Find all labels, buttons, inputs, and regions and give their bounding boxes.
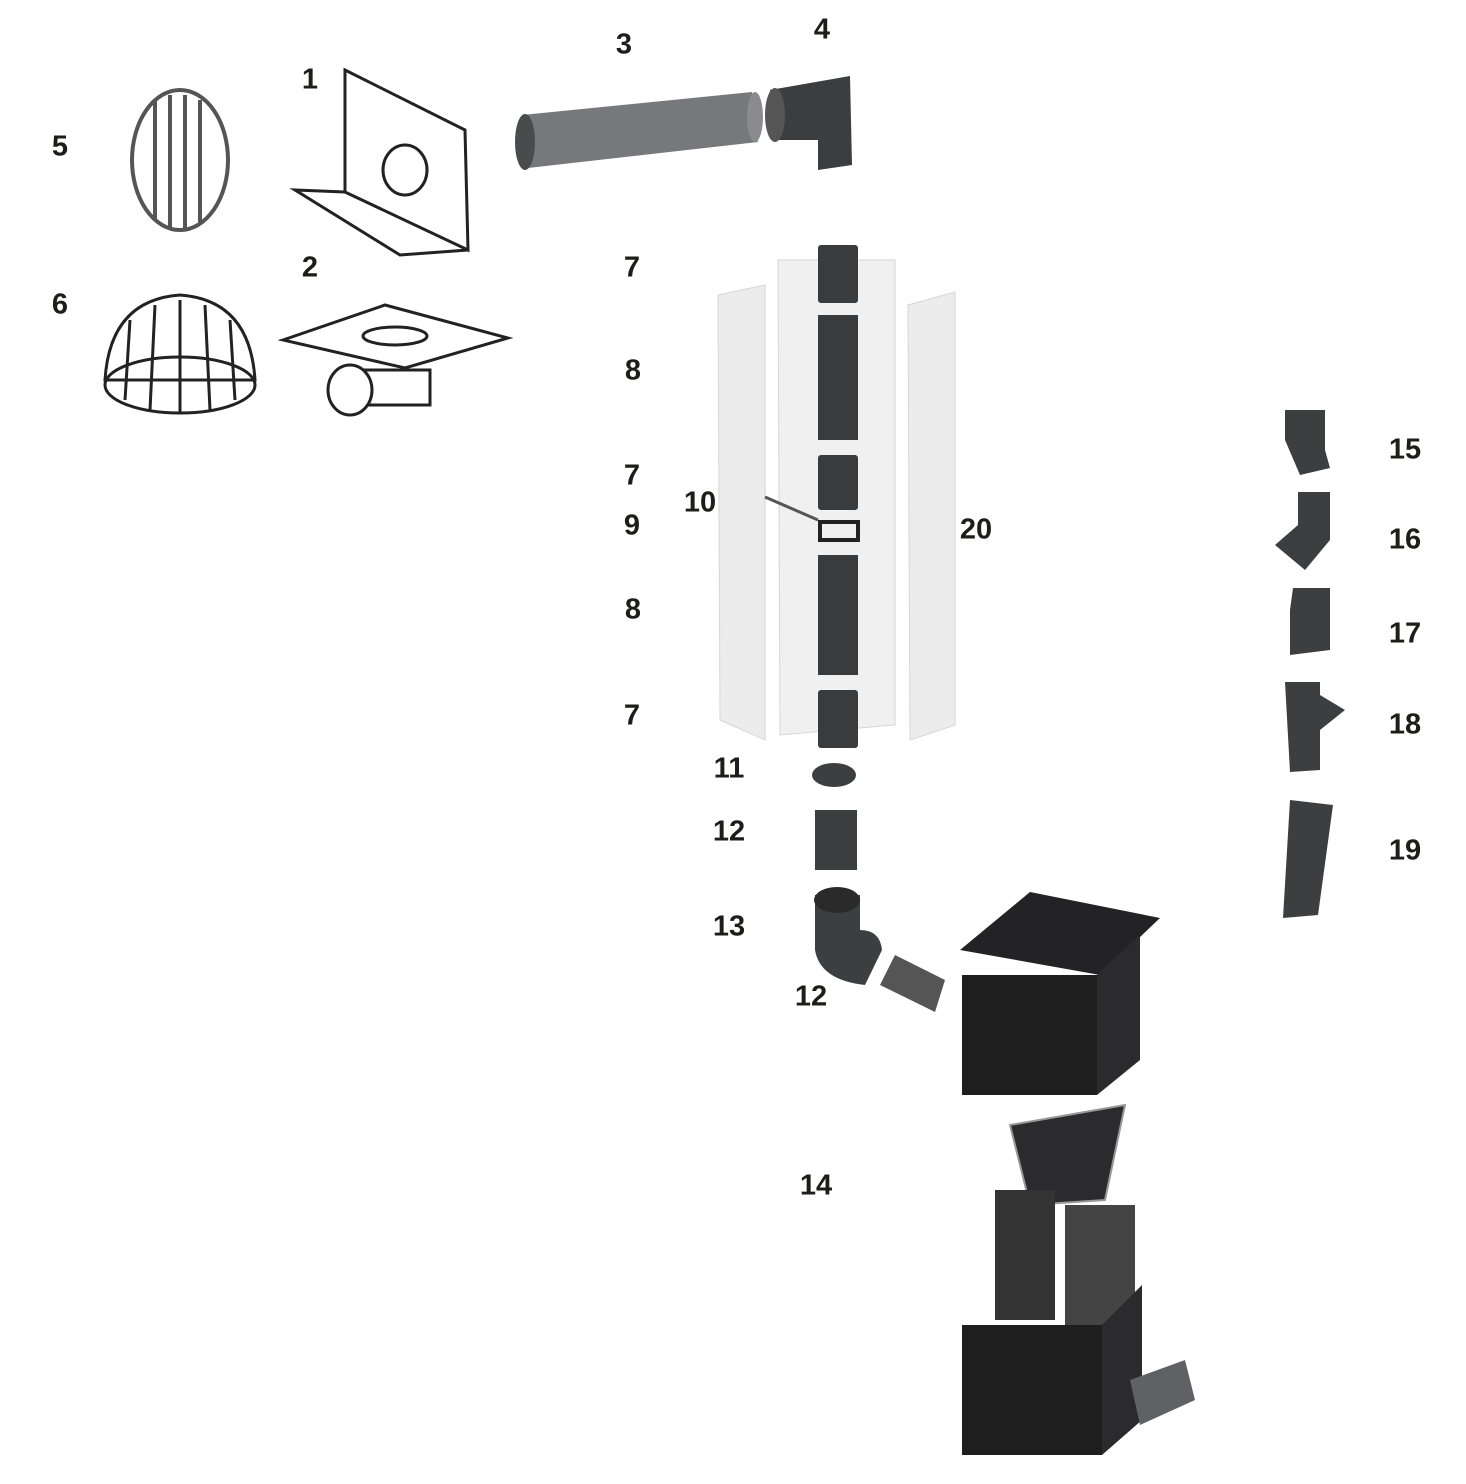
callout-label: 18 (1388, 708, 1422, 741)
adapters-parts-11-13 (812, 763, 945, 1012)
callout-label: 5 (51, 130, 69, 163)
rain-inlet-part-14 (960, 892, 1195, 1455)
callout-label: 4 (813, 13, 831, 46)
roof-outlet-part-2 (277, 303, 514, 417)
flat-grate-part-5 (130, 88, 230, 232)
callout-label: 3 (615, 28, 633, 61)
callout-label: 11 (713, 752, 745, 785)
callout-label: 13 (712, 910, 746, 943)
callout-label: 7 (623, 251, 641, 284)
callout-label: 20 (959, 513, 993, 546)
callout-label: 2 (301, 251, 319, 284)
callout-label: 7 (623, 459, 641, 492)
elbow-part-4 (765, 76, 852, 170)
callout-label: 7 (623, 699, 641, 732)
callout-label: 1 (301, 63, 319, 96)
callout-label: 14 (799, 1169, 833, 1202)
downpipe-column (764, 245, 860, 748)
callout-label: 12 (712, 815, 746, 848)
dome-grate-part-6 (103, 293, 257, 415)
pipe-part-3 (515, 92, 763, 170)
callout-label: 17 (1388, 617, 1422, 650)
callout-label: 16 (1388, 523, 1422, 556)
callout-label: 6 (51, 288, 69, 321)
callout-label: 8 (624, 354, 642, 387)
callout-label: 9 (623, 509, 641, 542)
callout-label: 15 (1388, 433, 1422, 466)
callout-label: 10 (683, 486, 717, 519)
callout-label: 8 (624, 593, 642, 626)
callout-label: 12 (794, 980, 828, 1013)
callout-label: 19 (1388, 834, 1422, 867)
wall-outlet-part-1 (289, 67, 470, 257)
fittings-parts-15-19 (1275, 410, 1345, 918)
